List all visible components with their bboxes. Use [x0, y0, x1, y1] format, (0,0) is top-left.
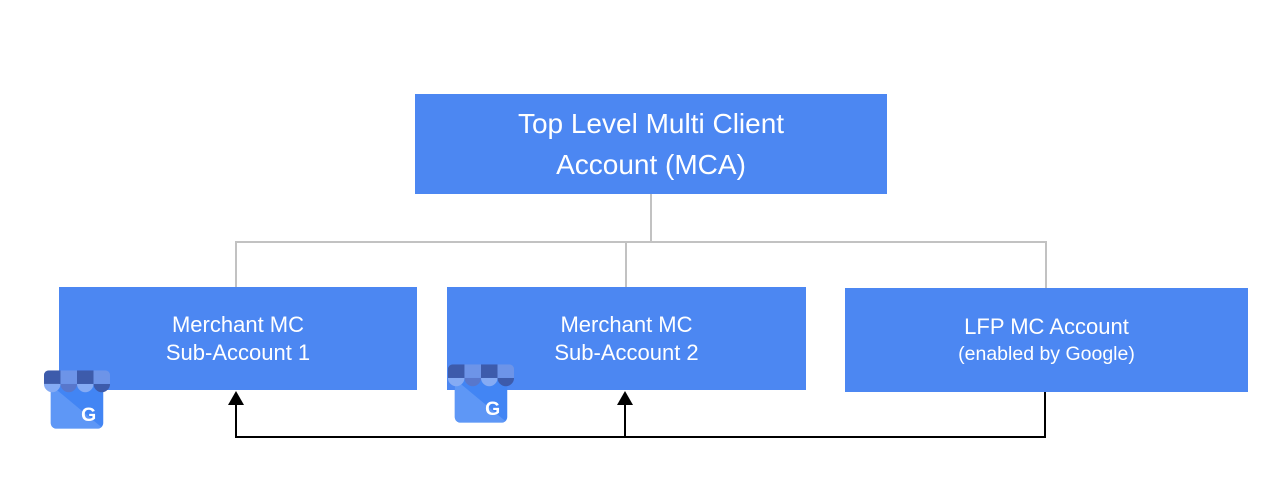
awning-scallops	[447, 377, 515, 387]
flow-line-from-lfp	[1044, 392, 1046, 438]
up-arrowhead-icon	[617, 391, 633, 405]
node-label-line1: Top Level Multi Client	[517, 108, 785, 139]
tree-horizontal-line	[235, 241, 1046, 243]
up-arrowhead-icon	[228, 391, 244, 405]
tree-drop-line-sub1	[235, 241, 237, 287]
node-lfp-mc-account: LFP MC Account (enabled by Google)	[845, 288, 1248, 392]
storefront-highlight	[50, 384, 104, 429]
node-label-line2: Sub-Account 1	[165, 339, 311, 365]
flow-line-to-sub1	[235, 404, 237, 436]
awning-top-row	[43, 370, 111, 384]
google-business-storefront-icon: G	[446, 362, 516, 425]
node-label-line1: Merchant MC	[560, 311, 693, 337]
node-label-line1: Merchant MC	[171, 311, 305, 337]
tree-drop-line-sub2	[625, 241, 627, 287]
node-label-line1: LFP MC Account	[964, 313, 1129, 339]
flow-line-to-sub2	[624, 404, 626, 436]
flow-horizontal-line	[235, 436, 1046, 438]
node-label-line2: Account (MCA)	[556, 149, 746, 180]
google-g-letter: G	[485, 398, 500, 420]
node-merchant-sub-account-1: Merchant MC Sub-Account 1	[59, 287, 417, 390]
awning-top-row	[447, 364, 515, 378]
awning-scallops	[43, 383, 111, 393]
tree-drop-line-lfp	[1045, 241, 1047, 288]
node-label-line2: Sub-Account 2	[554, 339, 699, 365]
google-g-letter: G	[81, 404, 96, 426]
node-label-line2: (enabled by Google)	[958, 342, 1135, 365]
node-top-level-mca: Top Level Multi Client Account (MCA)	[415, 94, 887, 194]
storefront-highlight	[454, 378, 508, 423]
tree-stem-line	[650, 194, 652, 242]
google-business-storefront-icon: G	[42, 368, 112, 431]
